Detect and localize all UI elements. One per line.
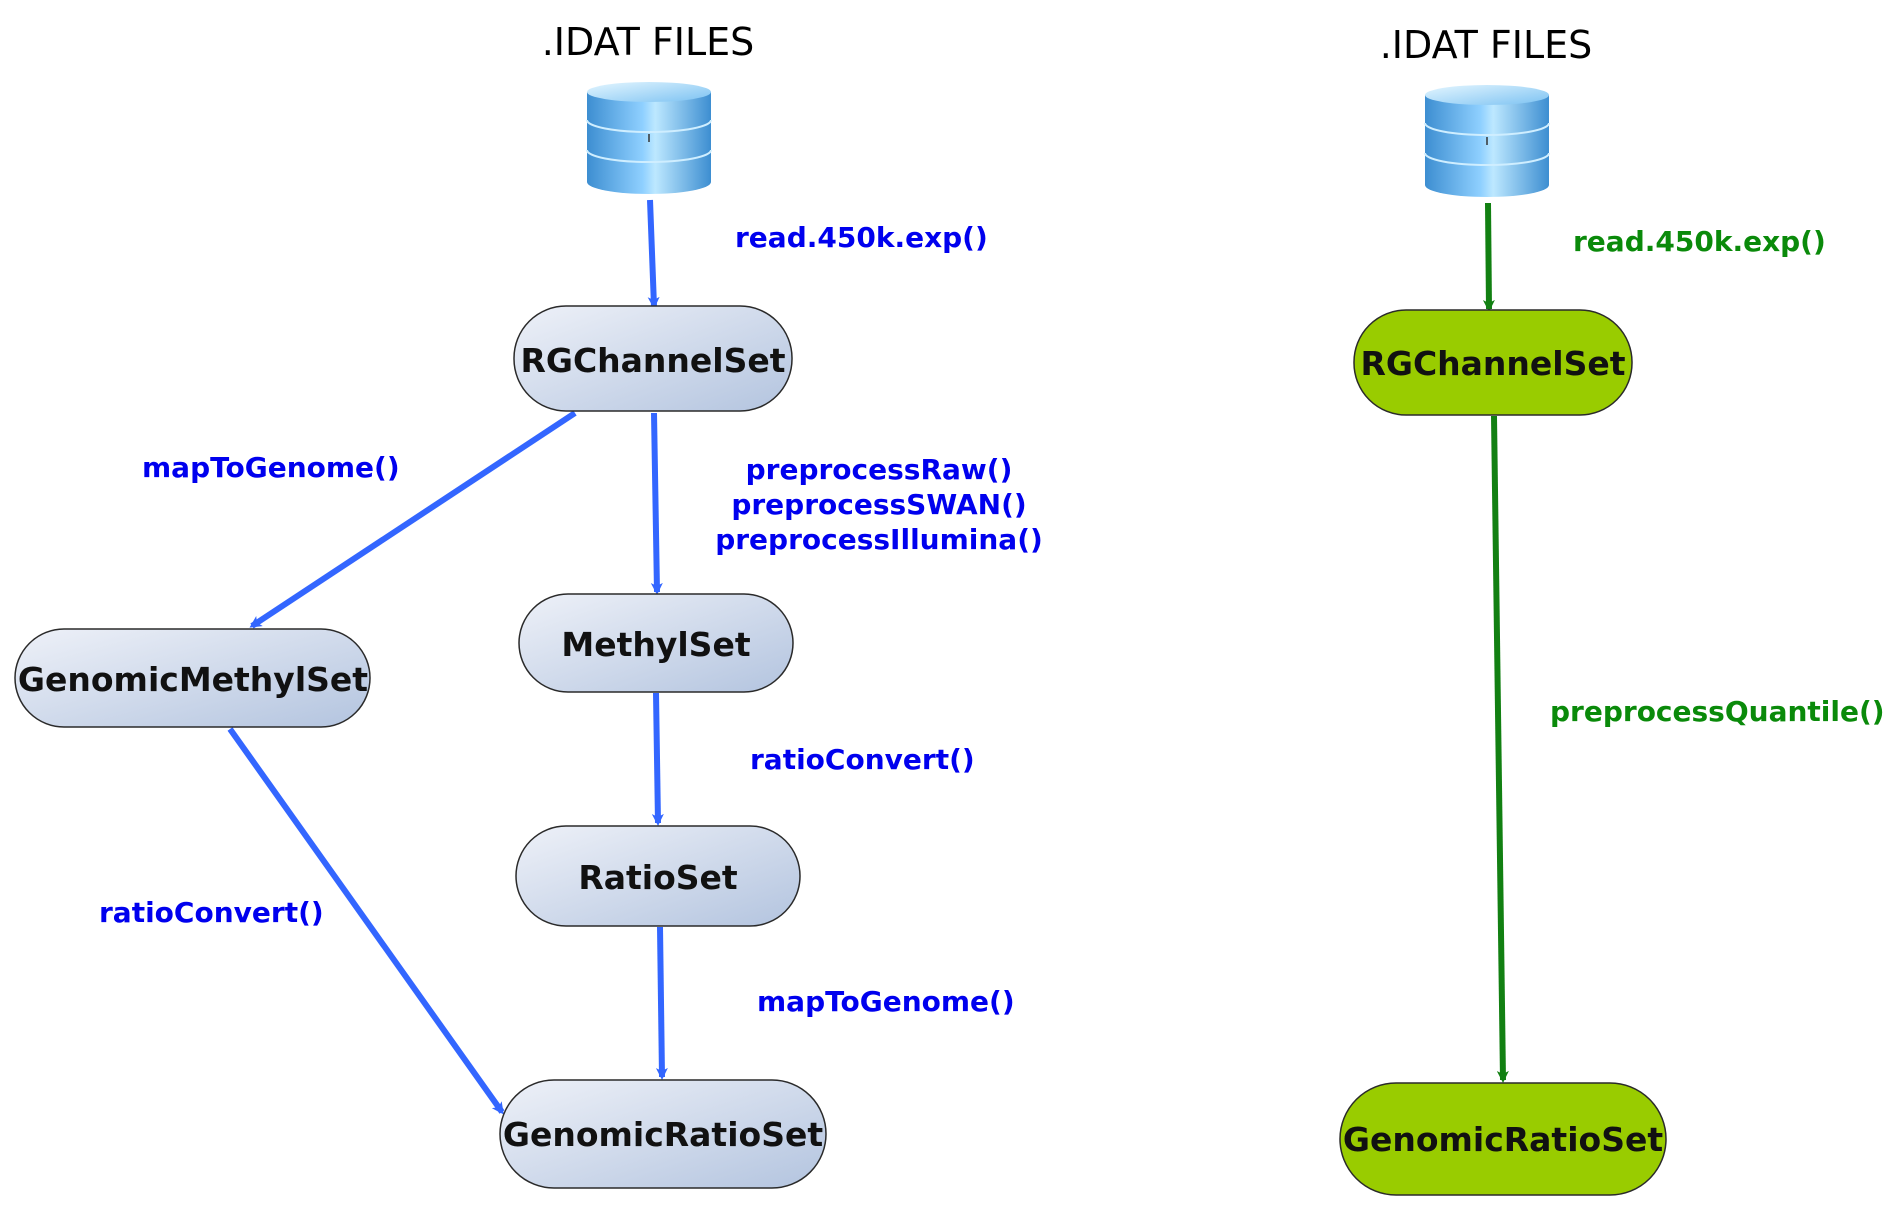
node-left-rgchannelset: RGChannelSet: [513, 305, 793, 412]
left-title: .IDAT FILES: [542, 20, 755, 64]
edge-left-preprocess: [650, 412, 663, 595]
node-left-rgchannelset-label: RGChannelSet: [520, 341, 785, 380]
node-left-ratioset-label: RatioSet: [578, 858, 738, 897]
node-left-genomicmethylset: GenomicMethylSet: [14, 628, 371, 728]
label-left-ratio2: ratioConvert(): [99, 896, 324, 929]
node-left-genomicratioset: GenomicRatioSet: [499, 1079, 827, 1189]
node-right-rgchannelset-label: RGChannelSet: [1360, 344, 1625, 383]
edge-left-ratio1: [651, 692, 664, 826]
label-left-pre3: preprocessIllumina(): [715, 523, 1043, 556]
edge-right-quantile: [1491, 415, 1509, 1083]
label-right-quantile: preprocessQuantile(): [1550, 695, 1885, 728]
label-left-ratio1: ratioConvert(): [750, 743, 975, 776]
label-left-pre2: preprocessSWAN(): [731, 488, 1026, 521]
node-right-genomicratioset-label: GenomicRatioSet: [1343, 1120, 1663, 1159]
right-title: .IDAT FILES: [1380, 23, 1593, 67]
label-left-pre1: preprocessRaw(): [746, 453, 1013, 486]
node-left-methylset-label: MethylSet: [561, 625, 750, 664]
edge-left-read: [647, 199, 660, 309]
node-left-ratioset: RatioSet: [515, 825, 801, 927]
node-left-methylset: MethylSet: [518, 593, 794, 693]
edge-left-ratio2: [227, 727, 505, 1115]
edge-left-map1: [249, 410, 577, 629]
edge-left-map2: [655, 926, 668, 1080]
label-left-map1: mapToGenome(): [142, 451, 400, 484]
right-database-icon: [1424, 85, 1550, 197]
label-left-map2: mapToGenome(): [757, 985, 1015, 1018]
edge-right-read: [1482, 202, 1495, 312]
left-database-icon: [586, 82, 712, 194]
node-left-genomicmethylset-label: GenomicMethylSet: [18, 660, 368, 699]
label-left-read: read.450k.exp(): [735, 221, 988, 254]
node-right-rgchannelset: RGChannelSet: [1353, 309, 1633, 416]
node-right-genomicratioset: GenomicRatioSet: [1339, 1082, 1667, 1196]
node-left-genomicratioset-label: GenomicRatioSet: [503, 1115, 823, 1154]
label-right-read: read.450k.exp(): [1573, 225, 1826, 258]
